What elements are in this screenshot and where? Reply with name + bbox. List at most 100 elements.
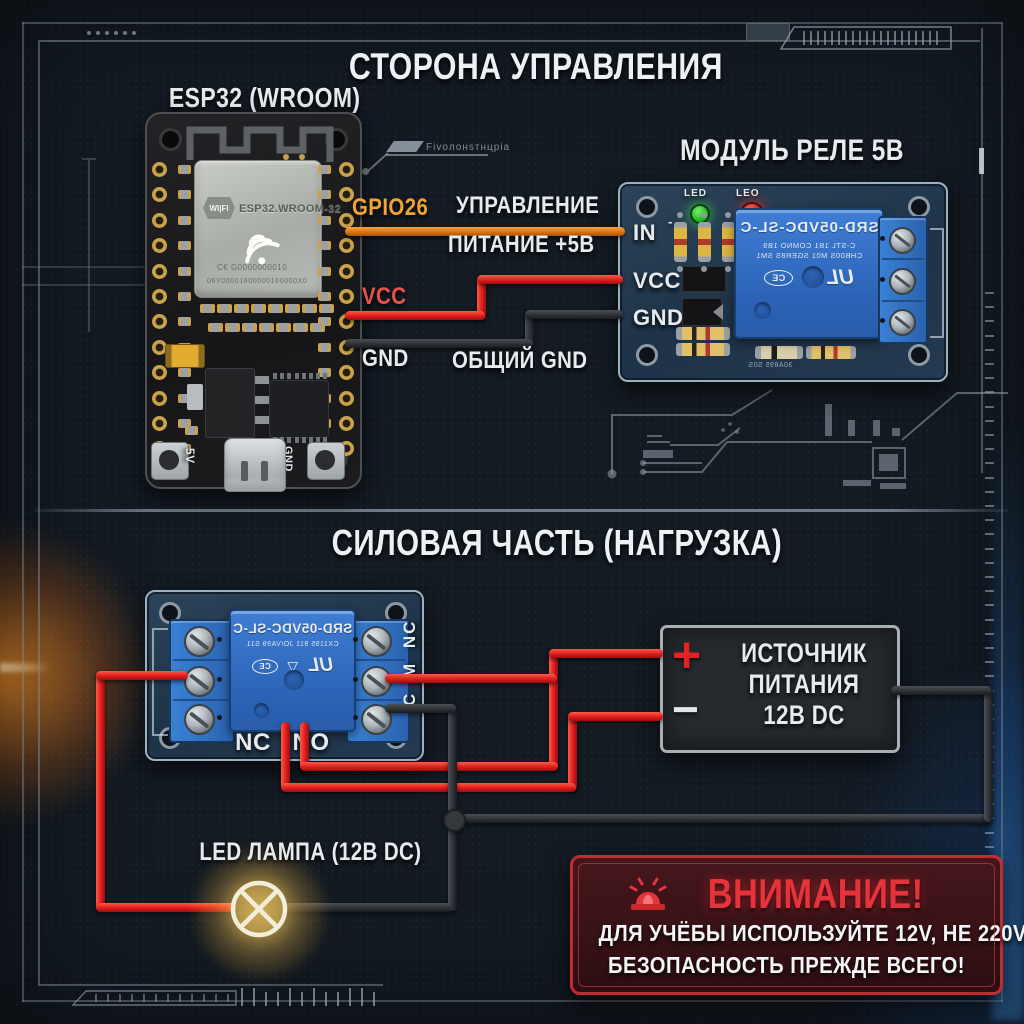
relay-spec-text: CX1195 911 JO/VA99 S11 — [246, 641, 339, 648]
bottom-center-ruler — [241, 988, 375, 1006]
terminal-bracket-left — [152, 628, 168, 736]
smd-pad — [293, 323, 308, 332]
wire-dark-long — [448, 814, 993, 823]
section-divider — [35, 509, 1008, 512]
wire-minus-vertical — [568, 712, 577, 791]
pin-pad — [318, 190, 331, 200]
orange-streak — [0, 663, 52, 672]
smd-pad — [285, 304, 300, 313]
pin-pad — [318, 266, 331, 276]
micro-usb-port[interactable] — [224, 438, 286, 492]
wire-gnd-vertical — [525, 312, 534, 348]
wire-lamp-top — [96, 671, 188, 680]
solder-dot — [701, 266, 707, 272]
ruler-tick — [985, 334, 994, 337]
smd-pad — [251, 304, 266, 313]
regulator-leg — [255, 376, 269, 384]
ce-oval-logo: CE — [763, 270, 794, 286]
smd-pad — [310, 323, 325, 332]
relay5v-bottom-code: 30A895 S0S — [748, 362, 793, 369]
ruler-tick — [985, 405, 994, 408]
wire-plus-vertical — [549, 649, 558, 770]
qfn-stub — [294, 437, 299, 443]
wire-dark-right-vertical — [984, 686, 993, 822]
psu-box — [660, 625, 900, 753]
wire-junction-dot — [443, 809, 466, 832]
ruler-tick — [985, 348, 994, 351]
relay12-nc-label: NC — [235, 729, 271, 756]
pin-hole — [152, 416, 167, 431]
frame-dot — [105, 31, 109, 35]
ruler-tick — [985, 561, 994, 564]
gnd-pin-label: GND — [362, 345, 409, 372]
relay5v-cube: SRD-05VDC-SL-C C-STL 1B1 COMNO 1B9 CHB00… — [734, 208, 884, 339]
left-decor-line — [88, 160, 90, 332]
gold-dot — [283, 154, 289, 160]
terminal-separator — [350, 699, 406, 701]
esp32-serial-text: 06Y00001600000160000X0 — [207, 278, 308, 285]
frame-inner-top — [40, 40, 980, 42]
frame-inner-right — [981, 28, 983, 473]
qfn-stub — [273, 373, 277, 379]
frame-dot — [96, 31, 100, 35]
ruler-tick — [985, 632, 994, 635]
antenna-trace — [186, 126, 334, 162]
smd-pad — [234, 304, 249, 313]
wifi-arcs-icon — [245, 234, 280, 265]
button-cap — [159, 450, 179, 470]
solder-dot — [880, 277, 885, 282]
relay12-side-label: C M NC — [400, 619, 419, 706]
left-decor-cap — [82, 158, 96, 160]
pin-pad — [318, 215, 331, 225]
regulator-tab — [187, 384, 203, 410]
wire-nc-vertical — [281, 722, 290, 791]
qfn-stub — [287, 373, 292, 379]
pin-pad — [318, 368, 331, 378]
solder-dot — [217, 677, 222, 682]
button-gnd[interactable] — [307, 442, 345, 480]
terminal-screw — [184, 704, 215, 735]
relay5v-pin-gnd: GND — [633, 305, 684, 330]
button-5v[interactable] — [151, 442, 189, 480]
resistor-vertical — [674, 222, 687, 262]
warning-title: ВНИМАНИЕ! — [707, 870, 924, 917]
qfn-stub — [280, 373, 285, 379]
esp32-label: ESP32 (WROOM) — [168, 82, 361, 113]
solder-dot — [677, 266, 683, 272]
terminal-separator — [173, 699, 231, 701]
warning-box: ВНИМАНИЕ! ДЛЯ УЧЁБЫ ИСПОЛЬЗУЙТЕ 12V, НЕ … — [570, 855, 1024, 995]
pin-pad — [318, 165, 331, 174]
button-5v-label: 5V — [183, 448, 197, 464]
terminal-separator — [173, 659, 231, 661]
wire-dark-vertical — [448, 704, 457, 911]
terminal-screw — [889, 227, 916, 254]
pin-hole — [152, 339, 167, 355]
ruler-tick — [985, 377, 994, 380]
frame-outer-left — [22, 22, 24, 1002]
wire-plus-horizontal — [549, 649, 663, 658]
circuit-traces — [607, 389, 1008, 489]
psu-plus-mark: + — [672, 627, 702, 683]
smd-pad — [185, 426, 198, 435]
top-right-ruler — [780, 26, 952, 50]
ruler-tick — [985, 490, 994, 493]
regulator-leg — [255, 416, 269, 424]
esp32-module-text: ESP32.WROOM-32 — [239, 203, 342, 215]
relay5v-title: МОДУЛЬ РЕЛЕ 5В — [680, 134, 904, 167]
relay-spec-text: C-STL 1B1 COMNO 1B9 — [762, 241, 856, 250]
ruler-tick — [985, 831, 994, 834]
qfn-stub — [301, 373, 306, 379]
frame-inner-bottom — [40, 984, 383, 986]
pin-hole — [339, 162, 354, 177]
led-minus-mark: - — [668, 214, 673, 229]
wire-dark-lamp — [284, 903, 452, 912]
callout-dot — [362, 168, 369, 175]
relay-model-text: SRD-05VDC-SL-C — [739, 219, 879, 236]
pin-hole — [152, 390, 167, 406]
relay-model-text: SRD-05VDC-SL-C — [232, 621, 353, 636]
ruler-tick — [985, 618, 994, 621]
smd-pad — [217, 304, 232, 313]
ruler-tick — [985, 419, 994, 422]
plus5-wire-label: ПИТАНИЕ +5В — [448, 231, 595, 258]
title-power-side: СИЛОВАЯ ЧАСТЬ (НАГРУЗКА) — [331, 522, 783, 563]
